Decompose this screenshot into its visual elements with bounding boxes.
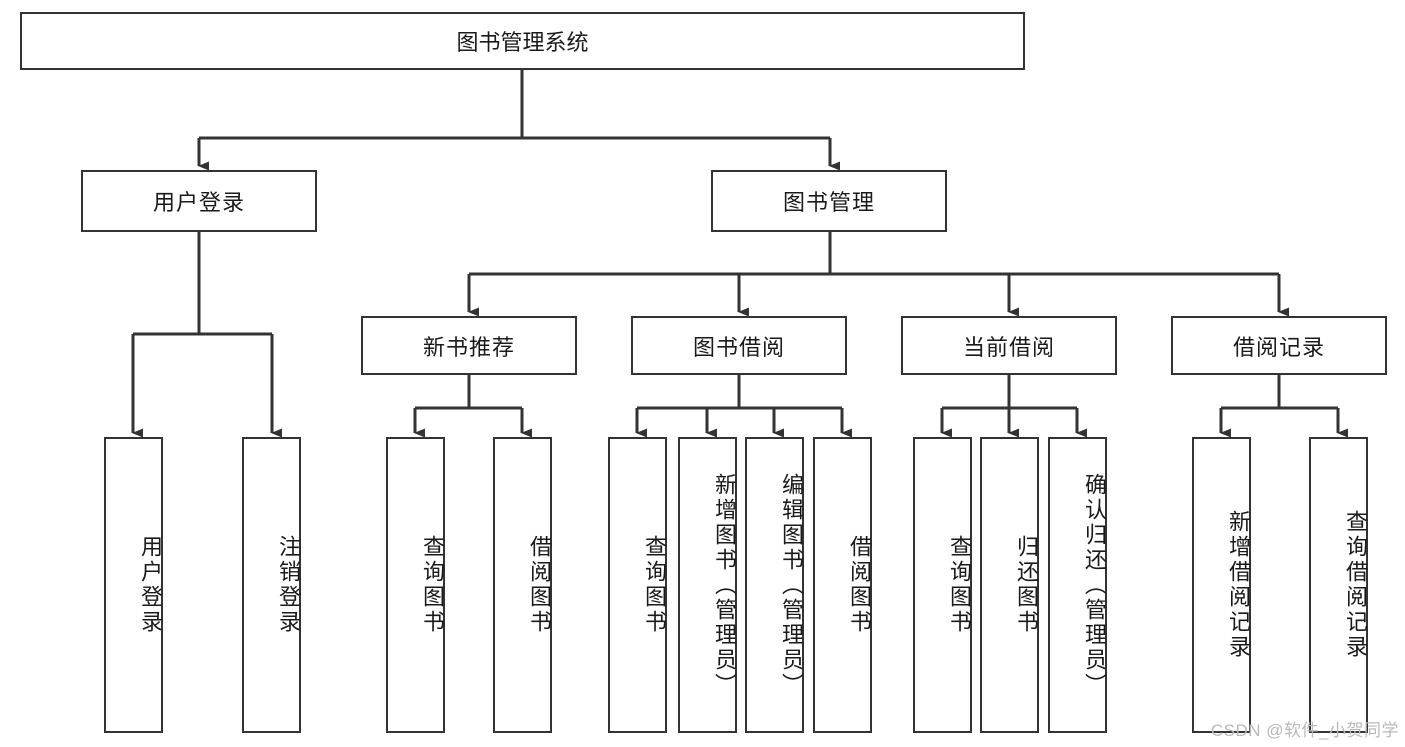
node-label: 借阅图书: [527, 535, 552, 635]
node-label: 图书管理系统: [456, 30, 589, 55]
node-label: 查询借阅记录: [1343, 510, 1368, 660]
node-root-system[interactable]: 图书管理系统: [20, 12, 1025, 70]
node-leaf-logout-login[interactable]: 注销登录: [242, 437, 301, 733]
node-label: 新增借阅记录: [1226, 510, 1251, 660]
node-label: 查询图书: [420, 535, 445, 635]
node-label: 确认归还（管理员）: [1082, 472, 1107, 698]
node-label: 新书推荐: [422, 334, 515, 360]
node-user-login[interactable]: 用户登录: [81, 170, 317, 232]
node-label: 归还图书: [1014, 535, 1039, 635]
node-leaf-query-book-1[interactable]: 查询图书: [386, 437, 445, 733]
node-book-borrow[interactable]: 图书借阅: [631, 316, 847, 375]
node-label: 用户登录: [138, 535, 163, 635]
node-label: 查询图书: [947, 535, 972, 635]
node-new-book-recommend[interactable]: 新书推荐: [361, 316, 577, 375]
node-book-management[interactable]: 图书管理: [711, 170, 947, 232]
node-label: 图书管理: [782, 190, 875, 215]
node-leaf-confirm-return[interactable]: 确认归还（管理员）: [1048, 437, 1107, 733]
node-label: 编辑图书（管理员）: [779, 472, 804, 698]
node-label: 借阅图书: [847, 535, 872, 635]
node-label: 注销登录: [276, 535, 301, 635]
node-leaf-user-login[interactable]: 用户登录: [104, 437, 163, 733]
node-label: 图书借阅: [692, 334, 785, 360]
node-leaf-add-book[interactable]: 新增图书（管理员）: [678, 437, 737, 733]
node-label: 查询图书: [642, 535, 667, 635]
node-leaf-add-record[interactable]: 新增借阅记录: [1192, 437, 1251, 733]
node-label: 当前借阅: [962, 334, 1055, 360]
node-leaf-query-book-2[interactable]: 查询图书: [608, 437, 667, 733]
node-leaf-edit-book[interactable]: 编辑图书（管理员）: [745, 437, 804, 733]
node-leaf-borrow-book-1[interactable]: 借阅图书: [493, 437, 552, 733]
node-leaf-query-record[interactable]: 查询借阅记录: [1309, 437, 1368, 733]
node-label: 新增图书（管理员）: [712, 472, 737, 698]
node-label: 借阅记录: [1232, 334, 1325, 360]
node-current-borrow[interactable]: 当前借阅: [901, 316, 1117, 375]
node-label: 用户登录: [152, 190, 245, 215]
node-leaf-query-book-3[interactable]: 查询图书: [913, 437, 972, 733]
node-leaf-borrow-book-2[interactable]: 借阅图书: [813, 437, 872, 733]
node-leaf-return-book[interactable]: 归还图书: [980, 437, 1039, 733]
node-borrow-record[interactable]: 借阅记录: [1171, 316, 1387, 375]
